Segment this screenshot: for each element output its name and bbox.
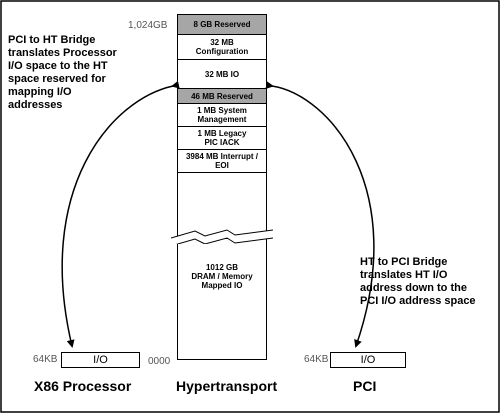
- map-segment-configuration: 32 MB Configuration: [178, 34, 266, 59]
- map-segment-dram-mmio: 1012 GB DRAM / Memory Mapped IO: [178, 238, 266, 360]
- hypertransport-caption: Hypertransport: [176, 378, 278, 394]
- address-top-label: 1,024GB: [128, 20, 168, 31]
- map-segment-empty: [178, 172, 266, 238]
- map-segment-interrupt-eoi: 3984 MB Interrupt / EOI: [178, 149, 266, 172]
- map-segment-8gb-reserved: 8 GB Reserved: [178, 14, 266, 34]
- ht-to-pci-arrow: [265, 81, 375, 348]
- map-bottom-line: [178, 359, 266, 360]
- map-segment-system-management: 1 MB System Management: [178, 103, 266, 126]
- map-segment-32mb-io: 32 MB IO: [178, 59, 266, 88]
- pci-io-address: 64KB: [304, 354, 329, 365]
- processor-caption: X86 Processor: [34, 378, 132, 394]
- map-segment-legacy-pic-iack: 1 MB Legacy PIC IACK: [178, 126, 266, 149]
- processor-io-box: I/O: [61, 352, 140, 368]
- pci-caption: PCI: [353, 378, 377, 394]
- processor-to-ht-arrow: [61, 80, 180, 348]
- processor-bridge-note: PCI to HT Bridge translates Processor I/…: [8, 34, 117, 111]
- map-segment-46mb-reserved: 46 MB Reserved: [178, 88, 266, 103]
- break-symbol: [171, 229, 273, 244]
- pci-io-box: I/O: [330, 352, 406, 368]
- hypertransport-memory-map: 8 GB Reserved 32 MB Configuration 32 MB …: [171, 14, 273, 360]
- dram-mmio-label: 1012 GB DRAM / Memory Mapped IO: [191, 263, 253, 290]
- processor-io-address: 64KB: [33, 354, 58, 365]
- pci-bridge-note: HT to PCI Bridge translates HT I/O addre…: [360, 256, 476, 307]
- address-bottom-label: 0000: [148, 356, 171, 367]
